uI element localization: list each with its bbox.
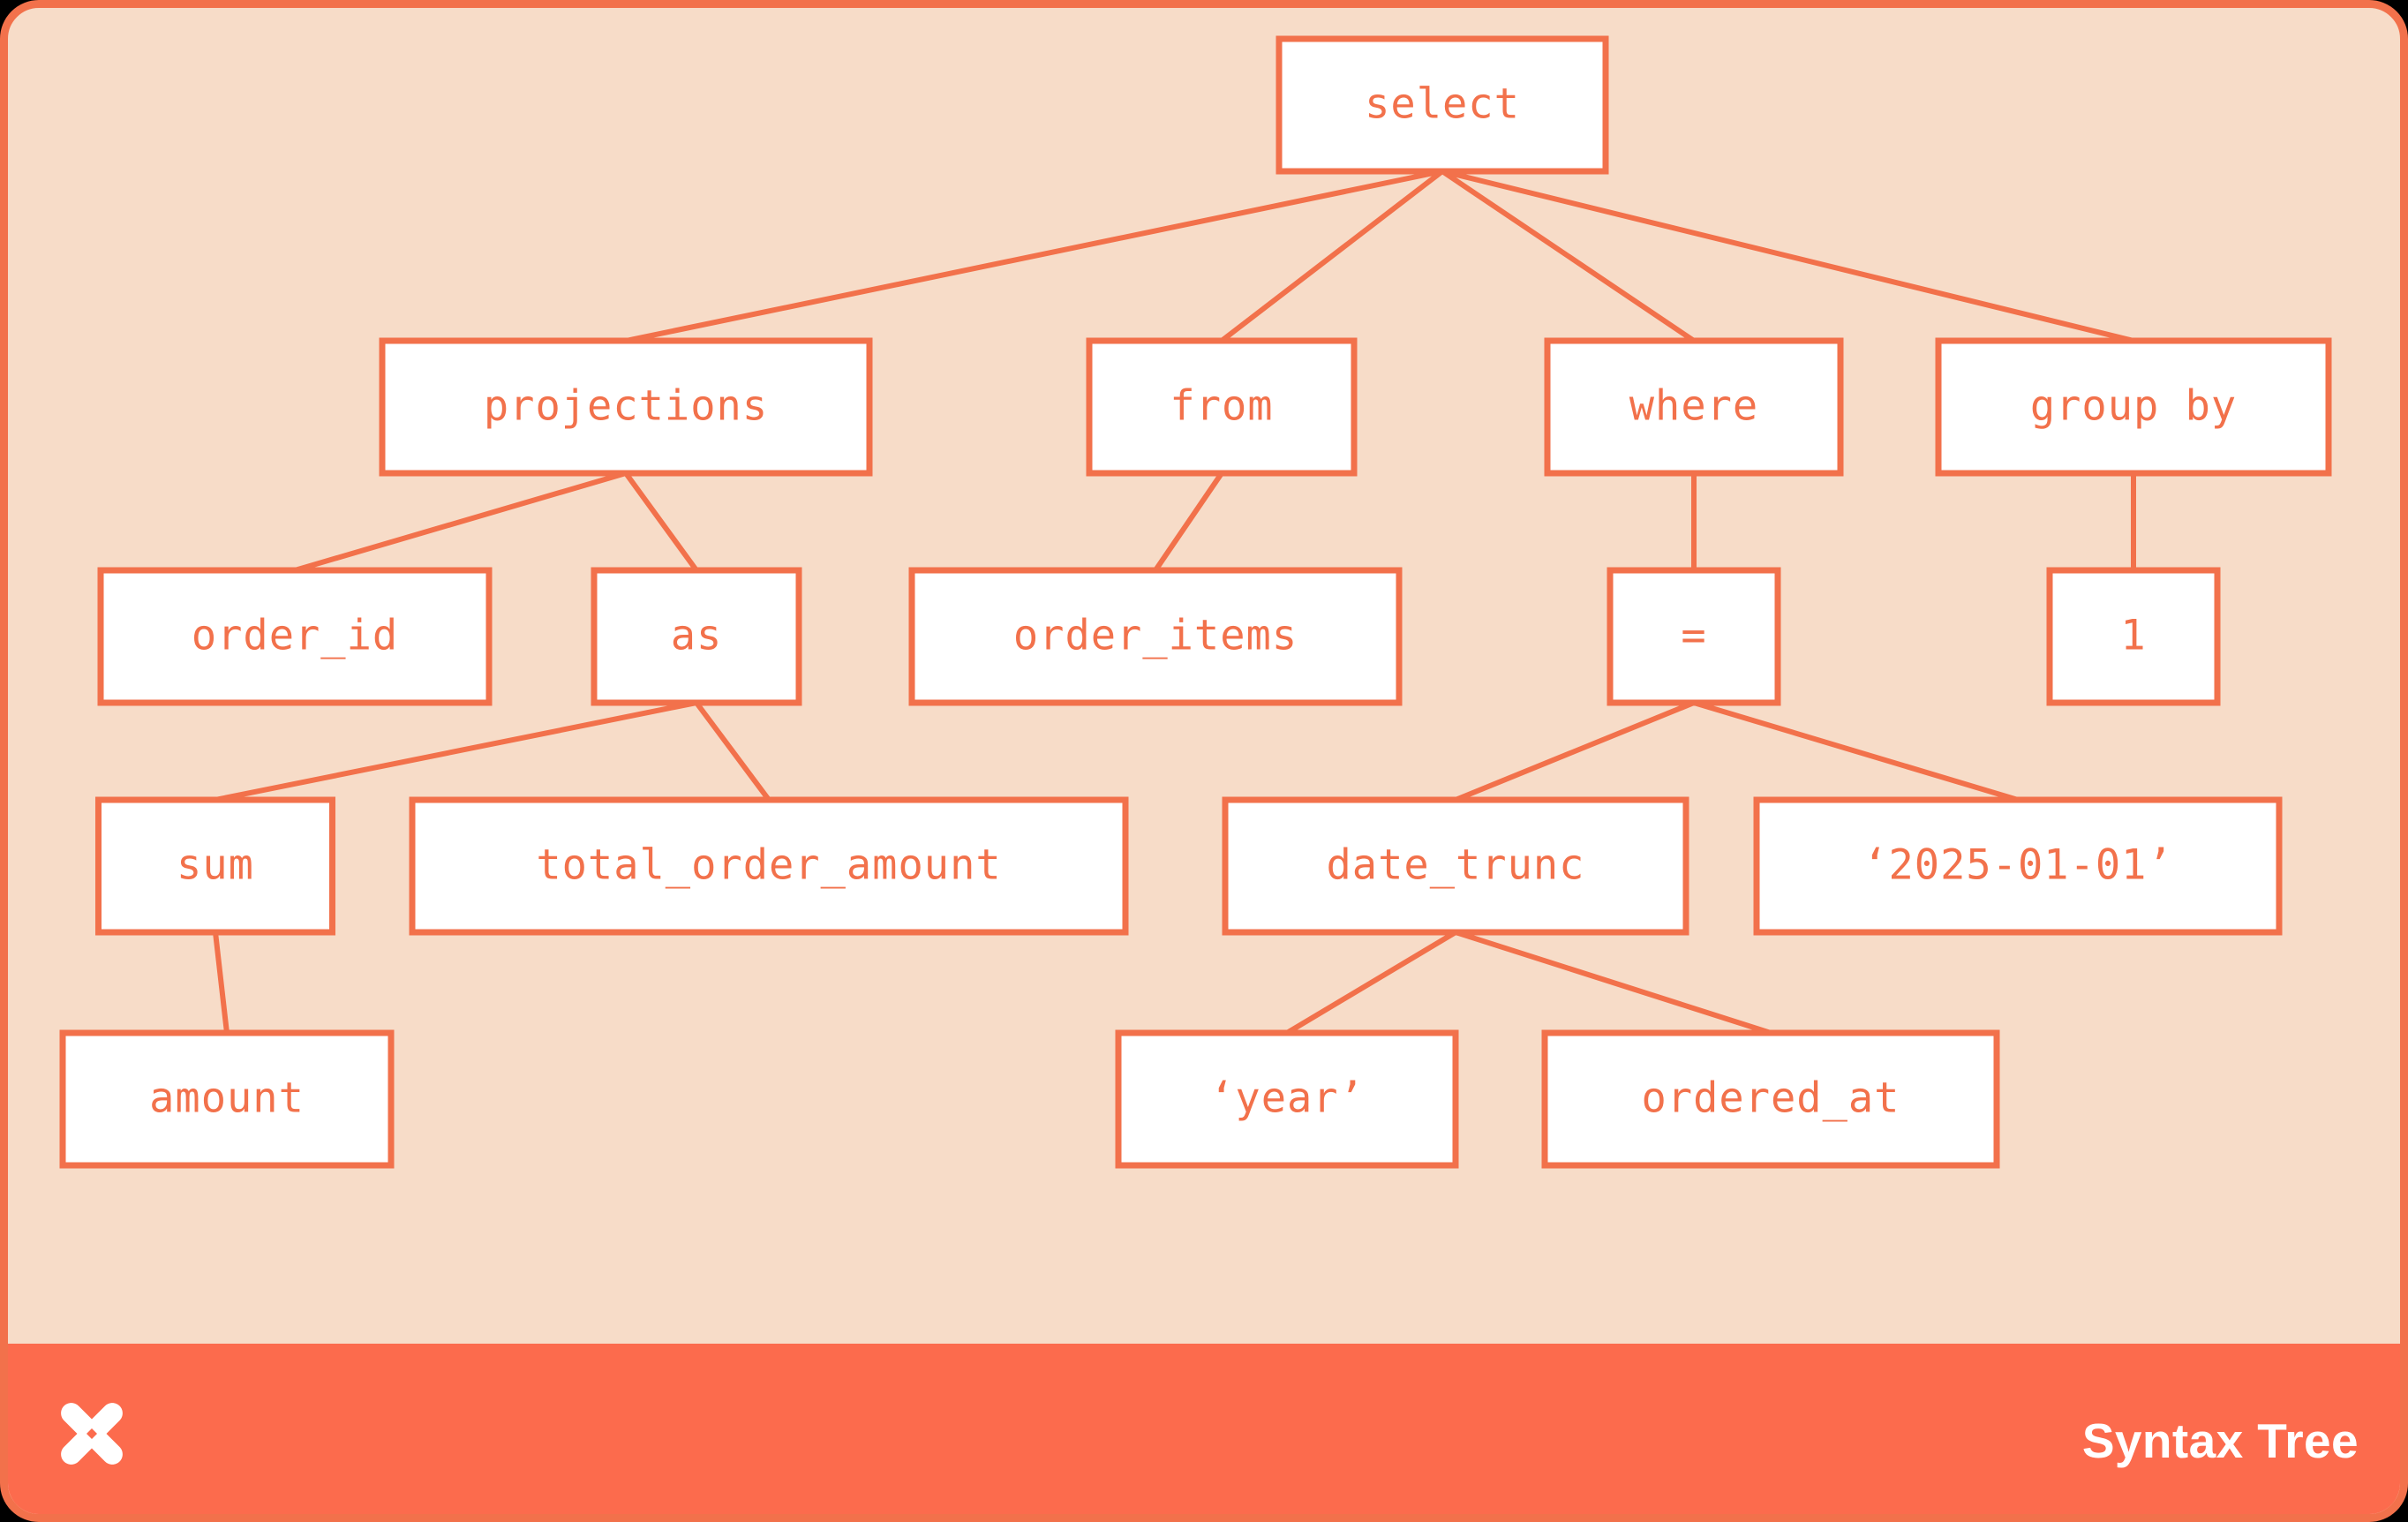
- tree-node-label: sum: [177, 841, 254, 890]
- tree-node-box: [1753, 796, 2283, 936]
- tree-node-order_id[interactable]: order_id: [97, 567, 493, 706]
- tree-node-box: [1222, 796, 1689, 936]
- tree-node-amount[interactable]: amount: [59, 1029, 395, 1169]
- tree-edge: [1285, 930, 1457, 1036]
- tree-edge: [1220, 169, 1444, 343]
- tree-node-label: ‘year’: [1209, 1074, 1365, 1123]
- tree-node-group_by[interactable]: group by: [1935, 337, 2332, 477]
- tree-node-projections[interactable]: projections: [379, 337, 873, 477]
- tree-node-label: ‘2025-01-01’: [1862, 841, 2173, 890]
- tree-node-label: amount: [149, 1074, 305, 1123]
- tree-node-as[interactable]: as: [591, 567, 802, 706]
- tree-node-eq[interactable]: =: [1607, 567, 1781, 706]
- tree-node-box: [95, 796, 335, 936]
- tree-node-one[interactable]: 1: [2046, 567, 2221, 706]
- tree-node-select[interactable]: select: [1275, 35, 1609, 175]
- tree-node-date_literal[interactable]: ‘2025-01-01’: [1753, 796, 2283, 936]
- tree-node-label: projections: [484, 382, 768, 431]
- tree-node-label: ordered_at: [1642, 1074, 1900, 1123]
- tree-edge: [1441, 169, 2134, 343]
- footer-title: Syntax Tree: [2081, 1413, 2359, 1468]
- tree-edge: [1441, 169, 1696, 343]
- tree-node-label: group by: [2030, 382, 2237, 431]
- footer-bar: Syntax Tree: [8, 1344, 2400, 1514]
- tree-node-label: date_trunc: [1327, 841, 1585, 890]
- tree-edge: [1153, 471, 1224, 572]
- tree-node-box: [1607, 567, 1781, 706]
- tree-node-order_items[interactable]: order_items: [908, 567, 1403, 706]
- edges-group: [213, 169, 2136, 1036]
- tree-node-box: [1541, 1029, 2000, 1169]
- nodes-group: select projections from where group by order_…: [59, 35, 2332, 1169]
- tree-node-sum[interactable]: sum: [95, 796, 335, 936]
- tree-node-box: [1275, 35, 1609, 175]
- tree-node-ordered_at[interactable]: ordered_at: [1541, 1029, 2000, 1169]
- tree-node-box: [1086, 337, 1358, 477]
- tree-node-from[interactable]: from: [1086, 337, 1358, 477]
- syntax-tree-graphic: select projections from where group by order_…: [59, 35, 2332, 1169]
- tree-node-label: from: [1170, 382, 1273, 431]
- tree-node-total_order_amount[interactable]: total_order_amount: [409, 796, 1129, 936]
- tree-node-box: [591, 567, 802, 706]
- tree-node-box: [379, 337, 873, 477]
- tree-node-date_trunc[interactable]: date_trunc: [1222, 796, 1689, 936]
- tree-node-where[interactable]: where: [1544, 337, 1844, 477]
- tree-node-label: =: [1681, 612, 1706, 660]
- tree-node-label: where: [1629, 382, 1758, 431]
- tree-edge: [294, 471, 627, 573]
- tree-node-box: [409, 796, 1129, 936]
- tree-node-label: order_id: [192, 612, 398, 660]
- tree-node-label: order_items: [1013, 612, 1298, 660]
- tree-node-box: [1544, 337, 1844, 477]
- tree-edge: [1455, 930, 1772, 1036]
- tree-edge: [623, 471, 699, 572]
- tree-canvas: select projections from where group by order_…: [8, 8, 2400, 1344]
- tree-node-box: [2046, 567, 2221, 706]
- tree-node-label: 1: [2120, 612, 2146, 660]
- tree-edge: [214, 700, 697, 802]
- tree-edge: [694, 701, 771, 802]
- tree-edge: [1454, 700, 1696, 802]
- tree-node-box: [1115, 1029, 1459, 1169]
- tree-node-label: total_order_amount: [536, 841, 1001, 890]
- tree-node-box: [1935, 337, 2332, 477]
- tree-node-box: [97, 567, 493, 706]
- tree-edge: [625, 169, 1443, 343]
- tree-node-label: as: [671, 612, 723, 660]
- tree-edge: [213, 931, 230, 1034]
- x-star-logo-icon: [61, 1403, 123, 1465]
- tree-node-year_literal[interactable]: ‘year’: [1115, 1029, 1459, 1169]
- tree-node-label: select: [1365, 80, 1520, 129]
- tree-edge: [1693, 700, 2019, 802]
- tree-node-box: [59, 1029, 395, 1169]
- tree-node-box: [908, 567, 1403, 706]
